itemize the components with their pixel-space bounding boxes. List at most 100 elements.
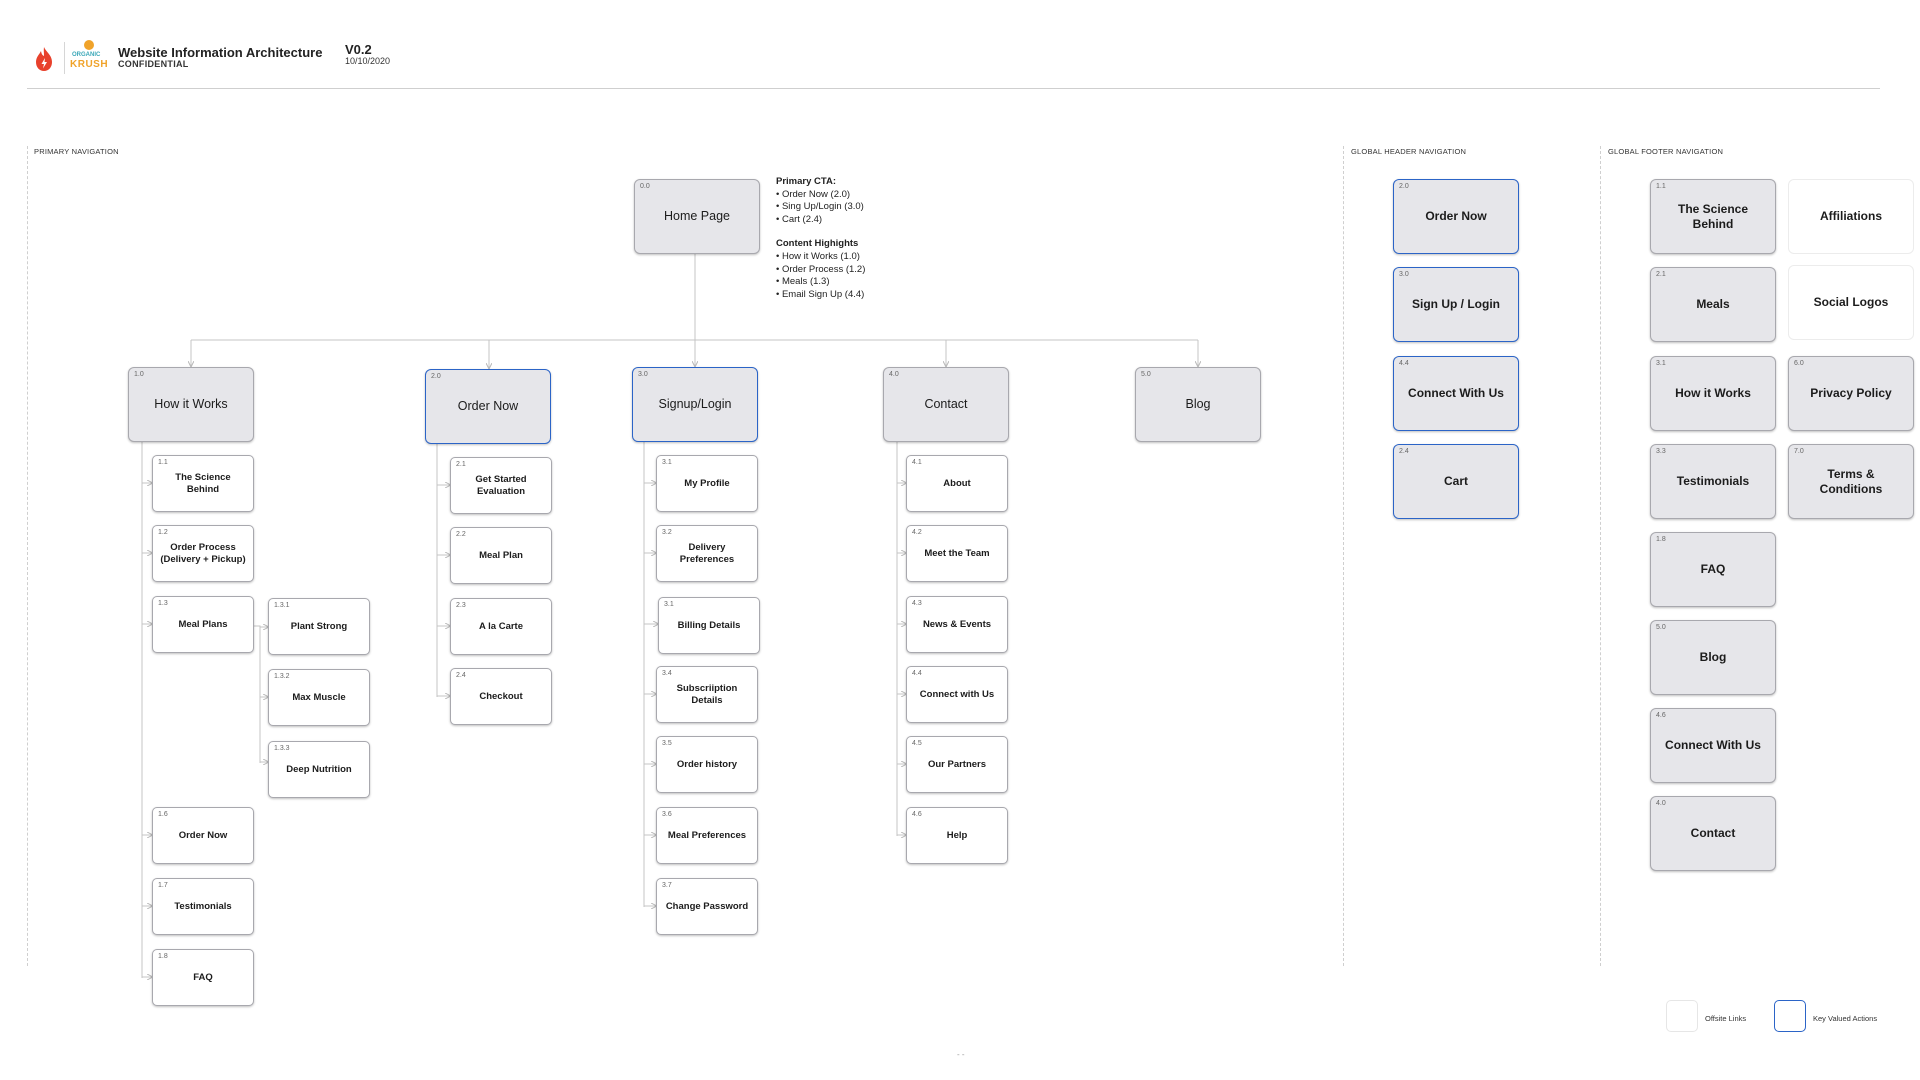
node-number: 3.0	[1399, 271, 1409, 278]
node-the-science-behind: 1.1 The Science Behind	[152, 455, 254, 512]
node-label: Home Page	[663, 209, 730, 224]
node-order-process: 1.2 Order Process (Delivery + Pickup)	[152, 525, 254, 582]
node-number: 2.4	[456, 672, 466, 679]
organic-krush-logo: ORGANIC KRUSH	[70, 38, 108, 74]
primary-cta-item: • Sing Up/Login (3.0)	[776, 201, 864, 213]
node-news-events: 4.3 News & Events	[906, 596, 1008, 653]
node-number: 4.1	[912, 459, 922, 466]
node-meet-the-team: 4.2 Meet the Team	[906, 525, 1008, 582]
node-label: Blog	[1185, 397, 1211, 412]
flame-logo-icon	[36, 47, 52, 71]
node-label: Testimonials	[174, 900, 232, 912]
node-about: 4.1 About	[906, 455, 1008, 512]
node-number: 7.0	[1794, 448, 1804, 455]
node-label: Our Partners	[927, 758, 987, 770]
node-number: 4.2	[912, 529, 922, 536]
node-label: My Profile	[684, 477, 730, 489]
footer-nav-faq: 1.8 FAQ	[1650, 532, 1776, 607]
node-how-order-now: 1.6 Order Now	[152, 807, 254, 864]
node-label: Order Now	[457, 399, 519, 414]
node-label: Social Logos	[1813, 295, 1889, 310]
node-number: 4.0	[1656, 800, 1666, 807]
content-highlight-item: • Email Sign Up (4.4)	[776, 288, 865, 300]
node-number: 1.1	[1656, 183, 1666, 190]
node-label: Max Muscle	[292, 691, 346, 703]
node-label: Deep Nutrition	[286, 763, 352, 775]
node-label: Sign Up / Login	[1412, 297, 1500, 312]
node-number: 5.0	[1141, 371, 1151, 378]
node-label: Checkout	[479, 690, 523, 702]
node-number: 1.7	[158, 882, 168, 889]
content-highlights-heading: Content Highights	[776, 238, 859, 250]
node-label: Help	[946, 829, 968, 841]
logo-text-krush: KRUSH	[70, 59, 109, 70]
cta-notes: Primary CTA: • Order Now (2.0) • Sing Up…	[776, 176, 865, 301]
legend-offsite-swatch	[1666, 1000, 1698, 1032]
footer-nav-testimonials: 3.3 Testimonials	[1650, 444, 1776, 519]
node-label: Order history	[676, 758, 738, 770]
header-nav-cart: 2.4 Cart	[1393, 444, 1519, 519]
node-max-muscle: 1.3.2 Max Muscle	[268, 669, 370, 726]
node-faq: 1.8 FAQ	[152, 949, 254, 1006]
node-number: 6.0	[1794, 360, 1804, 367]
node-signup-login: 3.0 Signup/Login	[632, 367, 758, 442]
node-number: 3.5	[662, 740, 672, 747]
node-label: Blog	[1699, 650, 1727, 665]
footer-nav-blog: 5.0 Blog	[1650, 620, 1776, 695]
node-label: Meal Plan	[479, 549, 523, 561]
node-number: 2.2	[456, 531, 466, 538]
node-label: Meet the Team	[924, 547, 990, 559]
header-nav-connect-with-us: 4.4 Connect With Us	[1393, 356, 1519, 431]
node-label: Signup/Login	[658, 397, 732, 412]
node-home-page: 0.0 Home Page	[634, 179, 760, 254]
node-label: The Science Behind	[1677, 202, 1749, 231]
node-number: 3.2	[662, 529, 672, 536]
node-number: 4.4	[1399, 360, 1409, 367]
primary-cta-heading: Primary CTA:	[776, 176, 837, 187]
node-order-now: 2.0 Order Now	[425, 369, 551, 444]
node-number: 2.0	[431, 373, 441, 380]
node-label: A la Carte	[479, 620, 523, 632]
node-label: Connect with Us	[919, 688, 995, 700]
node-label: Plant Strong	[290, 620, 348, 632]
node-delivery-preferences: 3.2 Delivery Preferences	[656, 525, 758, 582]
node-label: How it Works	[1675, 386, 1751, 401]
node-label: The Science Behind	[175, 472, 231, 495]
node-checkout: 2.4 Checkout	[450, 668, 552, 725]
node-number: 2.1	[456, 461, 466, 468]
node-number: 1.0	[134, 371, 144, 378]
section-label-global-header: GLOBAL HEADER NAVIGATION	[1351, 147, 1467, 156]
node-label: Contact	[1690, 826, 1736, 841]
content-highlight-item: • How it Works (1.0)	[776, 250, 860, 262]
node-number: 2.4	[1399, 448, 1409, 455]
node-number: 3.0	[638, 371, 648, 378]
node-number: 3.3	[1656, 448, 1666, 455]
logo-text-organic: ORGANIC	[72, 52, 101, 58]
content-highlight-item: • Meals (1.3)	[776, 276, 830, 288]
node-label: How it Works	[154, 397, 228, 412]
node-label: Order Now	[1425, 209, 1487, 224]
node-number: 5.0	[1656, 624, 1666, 631]
version-date: 10/10/2020	[345, 56, 391, 66]
node-label: Privacy Policy	[1810, 386, 1892, 401]
node-number: 1.8	[158, 953, 168, 960]
node-our-partners: 4.5 Our Partners	[906, 736, 1008, 793]
node-number: 4.5	[912, 740, 922, 747]
node-plant-strong: 1.3.1 Plant Strong	[268, 598, 370, 655]
node-number: 4.4	[912, 670, 922, 677]
node-contact: 4.0 Contact	[883, 367, 1009, 442]
node-how-it-works: 1.0 How it Works	[128, 367, 254, 442]
node-number: 1.8	[1656, 536, 1666, 543]
primary-cta-item: • Order Now (2.0)	[776, 188, 851, 200]
sun-icon	[84, 40, 94, 50]
node-testimonials: 1.7 Testimonials	[152, 878, 254, 935]
legend-key-label: Key Valued Actions	[1813, 1014, 1878, 1023]
node-label: Connect With Us	[1665, 738, 1761, 753]
legend-key-swatch	[1774, 1000, 1806, 1032]
node-label: Contact	[924, 397, 968, 412]
node-number: 1.3	[158, 600, 168, 607]
node-number: 3.7	[662, 882, 672, 889]
logo-divider	[64, 42, 65, 74]
node-label: Subscriiption Details	[676, 683, 738, 706]
